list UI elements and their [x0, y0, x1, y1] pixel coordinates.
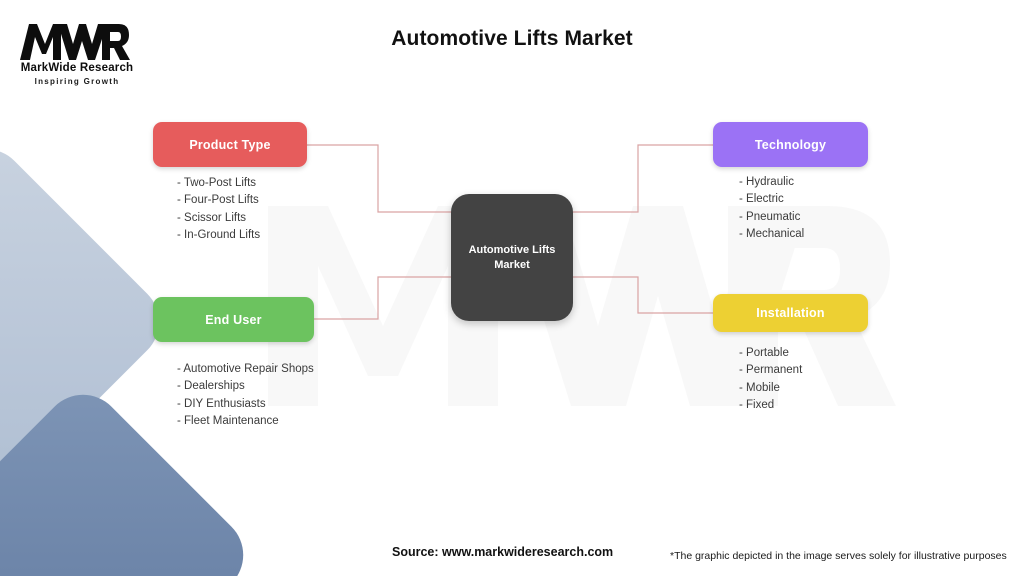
list-item: - In-Ground Lifts	[177, 229, 261, 242]
list-item: - Mechanical	[739, 228, 805, 241]
connector-technology	[573, 144, 713, 213]
branch-items-product-type: - Two-Post Lifts - Four-Post Lifts - Sci…	[177, 175, 260, 245]
branch-node-product-type[interactable]: Product Type	[153, 122, 307, 167]
brand-name: MarkWide Research	[20, 62, 134, 74]
decorative-square-light	[0, 132, 176, 512]
branch-label-product-type: Product Type	[189, 137, 271, 152]
list-item: - Portable	[739, 347, 789, 359]
list-item: - DIY Enthusiasts	[177, 397, 266, 410]
source-text: Source: www.markwideresearch.com	[392, 545, 614, 559]
center-node-line2: Market	[494, 258, 530, 271]
branch-items-installation: - Portable - Permanent - Mobile - Fixed	[739, 345, 802, 415]
list-item: - Dealerships	[177, 380, 245, 393]
center-node-line1: Automotive Lifts	[468, 243, 556, 256]
list-item: - Automotive Repair Shops	[177, 363, 314, 375]
mwr-logo-icon	[20, 24, 130, 60]
branch-label-installation: Installation	[756, 306, 825, 320]
list-item: - Fixed	[739, 399, 775, 412]
list-item: - Electric	[739, 193, 784, 206]
list-item: - Four-Post Lifts	[177, 194, 259, 207]
list-item: - Permanent	[739, 364, 803, 377]
list-item: - Mobile	[739, 381, 780, 394]
connector-installation	[573, 276, 713, 314]
branch-label-end-user: End User	[205, 312, 262, 327]
list-item: - Hydraulic	[739, 176, 794, 188]
disclaimer-text: *The graphic depicted in the image serve…	[670, 550, 1007, 562]
brand-logo: MarkWide Research Inspiring Growth	[14, 20, 140, 86]
connector-product-type	[307, 144, 451, 213]
branch-node-installation[interactable]: Installation	[713, 294, 868, 332]
connector-end-user	[314, 276, 451, 320]
branch-node-technology[interactable]: Technology	[713, 122, 868, 167]
branch-node-end-user[interactable]: End User	[153, 297, 314, 342]
branch-items-technology: - Hydraulic - Electric - Pneumatic - Mec…	[739, 174, 804, 244]
list-item: - Two-Post Lifts	[177, 177, 257, 189]
list-item: - Pneumatic	[739, 210, 801, 223]
branch-items-end-user: - Automotive Repair Shops - Dealerships …	[177, 361, 314, 431]
center-node[interactable]: Automotive Lifts Market	[451, 194, 573, 321]
branch-label-technology: Technology	[754, 137, 827, 152]
list-item: - Scissor Lifts	[177, 211, 247, 224]
page-title: Automotive Lifts Market	[391, 27, 633, 50]
brand-tagline: Inspiring Growth	[34, 77, 120, 86]
list-item: - Fleet Maintenance	[177, 415, 279, 428]
